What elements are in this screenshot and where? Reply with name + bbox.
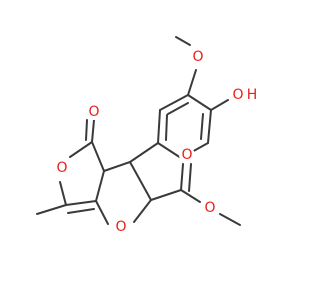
- bond-ar-5: [157, 109, 161, 144]
- bond-c2-ester-c: [150, 189, 182, 201]
- bond-ester-c-o-carbonyl: [180, 163, 184, 191]
- bond-o-furan-c7a: [95, 200, 109, 225]
- bond-methoxy-o-ring: [187, 69, 197, 96]
- atom-o-ring-carbonyl: O: [86, 104, 102, 120]
- bond-ar-6: [159, 94, 189, 111]
- svg-text:O: O: [115, 219, 126, 235]
- bond-ar-c3: [129, 142, 159, 163]
- bond-c3-c2: [129, 161, 152, 201]
- bond-c6-c7: [65, 200, 97, 206]
- bond-c2-o-furan: [133, 199, 152, 223]
- bond-c7a-c3a: [95, 170, 105, 202]
- svg-text:H: H: [247, 87, 258, 103]
- bond-c4-o-pyran: [69, 141, 93, 158]
- atom-o-ring-pyran: O: [54, 160, 70, 176]
- bond-ar-1: [187, 94, 212, 111]
- bond-ar-hydroxyl: [210, 99, 229, 111]
- bond-c4-o-carbonyl-double: [85, 119, 88, 141]
- svg-text:O: O: [232, 87, 243, 103]
- molecule-structure-diagram: O O H O O O O O: [36, 36, 257, 235]
- bond-ar-5-inner: [165, 114, 168, 141]
- atom-hydroxyl: O H: [230, 87, 257, 103]
- bond-ar-4: [157, 142, 182, 159]
- atom-o-methoxy: O: [190, 49, 206, 65]
- svg-text:O: O: [88, 104, 99, 120]
- bond-ester-c-o-carbonyl-double: [188, 163, 192, 192]
- bond-ar-6-inner: [167, 102, 189, 115]
- atom-o-ester-carbonyl: O: [179, 147, 195, 163]
- svg-text:O: O: [192, 49, 203, 65]
- bond-ester-c-o: [180, 189, 201, 203]
- bond-ar-2: [207, 109, 212, 144]
- atom-o-ester: O: [202, 200, 218, 216]
- atom-o-ring-furan: O: [113, 219, 129, 235]
- bond-c3a-c3: [103, 161, 131, 172]
- bond-ester-o-methyl: [219, 213, 241, 226]
- bond-c3a-c4: [91, 141, 105, 172]
- bond-c6-c7-double: [67, 208, 95, 214]
- bond-o-pyran-c6: [59, 181, 67, 206]
- bond-methyl-methoxy-o: [175, 36, 191, 46]
- bond-c4-o-carbonyl: [91, 119, 95, 143]
- svg-text:O: O: [181, 147, 192, 163]
- svg-text:O: O: [56, 160, 67, 176]
- svg-text:O: O: [204, 200, 215, 216]
- bond-ar-2-inner: [200, 113, 204, 140]
- bond-c6-methyl: [36, 204, 67, 215]
